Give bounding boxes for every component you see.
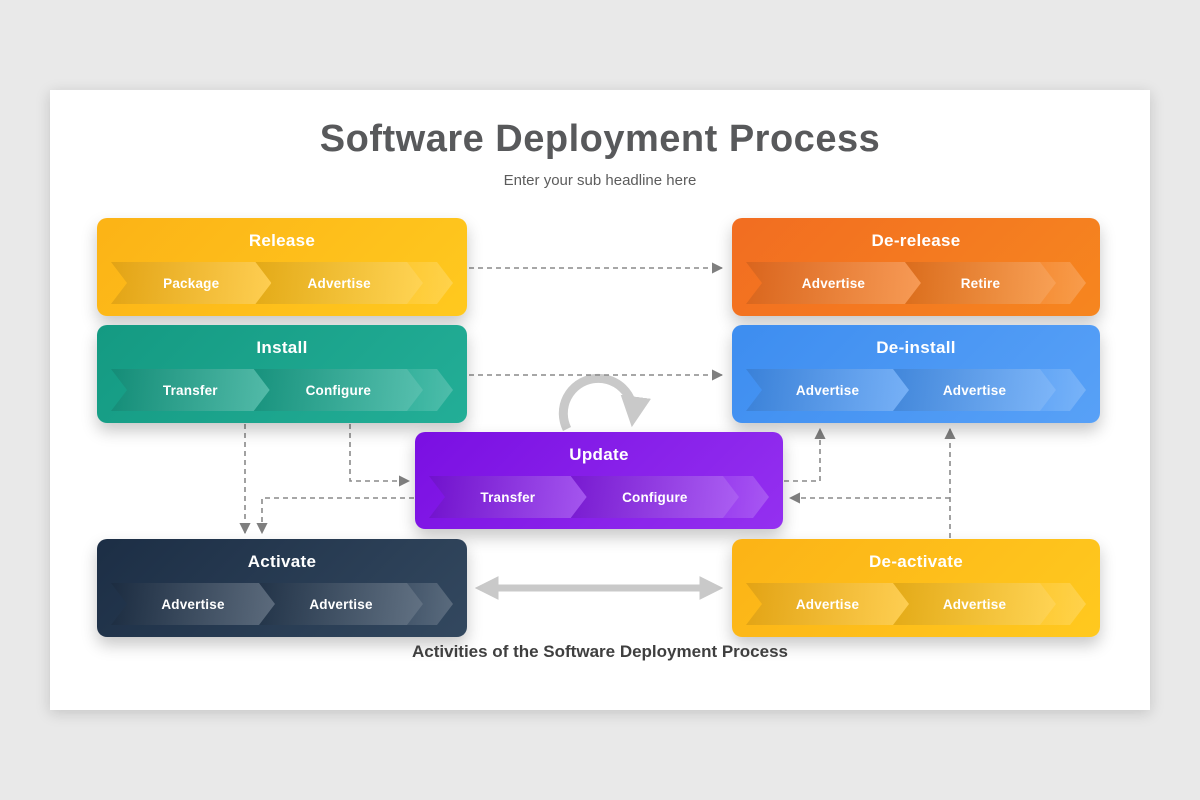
chevron-step: Advertise	[255, 262, 423, 304]
chevron-row: Package Advertise	[111, 262, 453, 304]
chevron-label: Retire	[960, 275, 1001, 291]
chevron-step: Advertise	[111, 583, 275, 625]
chevron-label: Configure	[305, 382, 372, 398]
page-subtitle: Enter your sub headline here	[503, 172, 697, 189]
chevron-step: Advertise	[746, 369, 909, 411]
box-title: De-install	[876, 338, 956, 357]
chevron-step: Advertise	[746, 262, 921, 304]
chevron-label: Advertise	[942, 382, 1007, 398]
diagram-caption: Activities of the Software Deployment Pr…	[412, 642, 788, 661]
arrow-update-to-activate	[256, 497, 414, 535]
chevron-label: Advertise	[307, 275, 371, 291]
chevron-label: Configure	[622, 489, 688, 505]
chevron-label: Transfer	[162, 382, 218, 398]
chevron-row: Advertise Retire	[746, 262, 1086, 304]
de-install-box: De-install Advertise Advertise	[732, 325, 1100, 423]
chevron-step: Retire	[905, 262, 1056, 304]
chevron-step: Configure	[571, 476, 739, 518]
slide-canvas: Software Deployment Process Enter your s…	[50, 90, 1150, 710]
chevron-step: Package	[111, 262, 271, 304]
chevron-label: Advertise	[795, 596, 860, 612]
chevron-label: Advertise	[795, 382, 860, 398]
chevron-step: Advertise	[746, 583, 909, 625]
chevron-step: Advertise	[893, 583, 1056, 625]
chevron-step: Advertise	[259, 583, 423, 625]
chevron-row: Advertise Advertise	[111, 583, 453, 625]
box-title: De-activate	[868, 552, 963, 571]
arrow-install-to-update	[349, 424, 411, 487]
chevron-label: Transfer	[480, 489, 536, 505]
box-title: Install	[256, 338, 308, 357]
chevron-row: Advertise Advertise	[746, 369, 1086, 411]
chevron-step: Transfer	[111, 369, 270, 411]
chevron-label: Advertise	[161, 596, 225, 612]
box-title: De-release	[871, 231, 961, 250]
chevron-row: Advertise Advertise	[746, 583, 1086, 625]
chevron-row: Transfer Configure	[429, 476, 769, 518]
de-activate-box: De-activate Advertise Advertise	[732, 539, 1100, 637]
chevron-label: Advertise	[942, 596, 1007, 612]
release-box: Release Package Advertise	[97, 218, 467, 316]
chevron-label: Package	[163, 275, 220, 291]
chevron-row: Transfer Configure	[111, 369, 453, 411]
chevron-step: Transfer	[429, 476, 587, 518]
box-title: Update	[569, 445, 629, 464]
update-box: Update Transfer Configure	[415, 432, 783, 529]
chevron-step: Configure	[254, 369, 423, 411]
chevron-label: Advertise	[309, 596, 373, 612]
activate-box: Activate Advertise Advertise	[97, 539, 467, 637]
de-release-box: De-release Advertise Retire	[732, 218, 1100, 316]
chevron-step: Advertise	[893, 369, 1056, 411]
box-title: Release	[248, 231, 316, 250]
box-title: Activate	[247, 552, 317, 571]
chevron-label: Advertise	[801, 275, 866, 291]
page-title: Software Deployment Process	[319, 118, 881, 160]
install-box: Install Transfer Configure	[97, 325, 467, 423]
update-loop-arrow-icon	[558, 373, 651, 432]
arrow-update-to-deinstall	[784, 427, 826, 482]
